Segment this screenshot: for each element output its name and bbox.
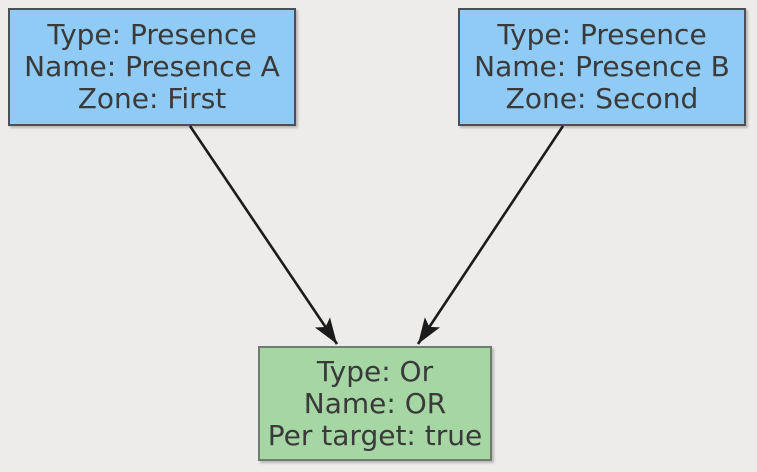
node-name-line: Name: OR [303, 386, 447, 420]
node-name-line: Name: Presence B [474, 50, 730, 83]
edge-presence-b-to-or [416, 125, 565, 345]
node-zone-line: Zone: Second [505, 82, 699, 115]
node-type-line: Type: Presence [497, 18, 707, 51]
edge-presence-a-to-or [188, 125, 339, 345]
node-type-line: Type: Presence [47, 18, 257, 51]
node-or-gate: Type: Or Name: OR Per target: true [258, 346, 492, 461]
node-presence-a: Type: Presence Name: Presence A Zone: Fi… [8, 8, 296, 126]
node-zone-line: Zone: First [77, 82, 227, 115]
node-presence-b: Type: Presence Name: Presence B Zone: Se… [458, 8, 746, 126]
node-name-line: Name: Presence A [24, 50, 280, 83]
node-type-line: Type: Or [316, 354, 434, 388]
node-per-target-line: Per target: true [267, 418, 483, 452]
